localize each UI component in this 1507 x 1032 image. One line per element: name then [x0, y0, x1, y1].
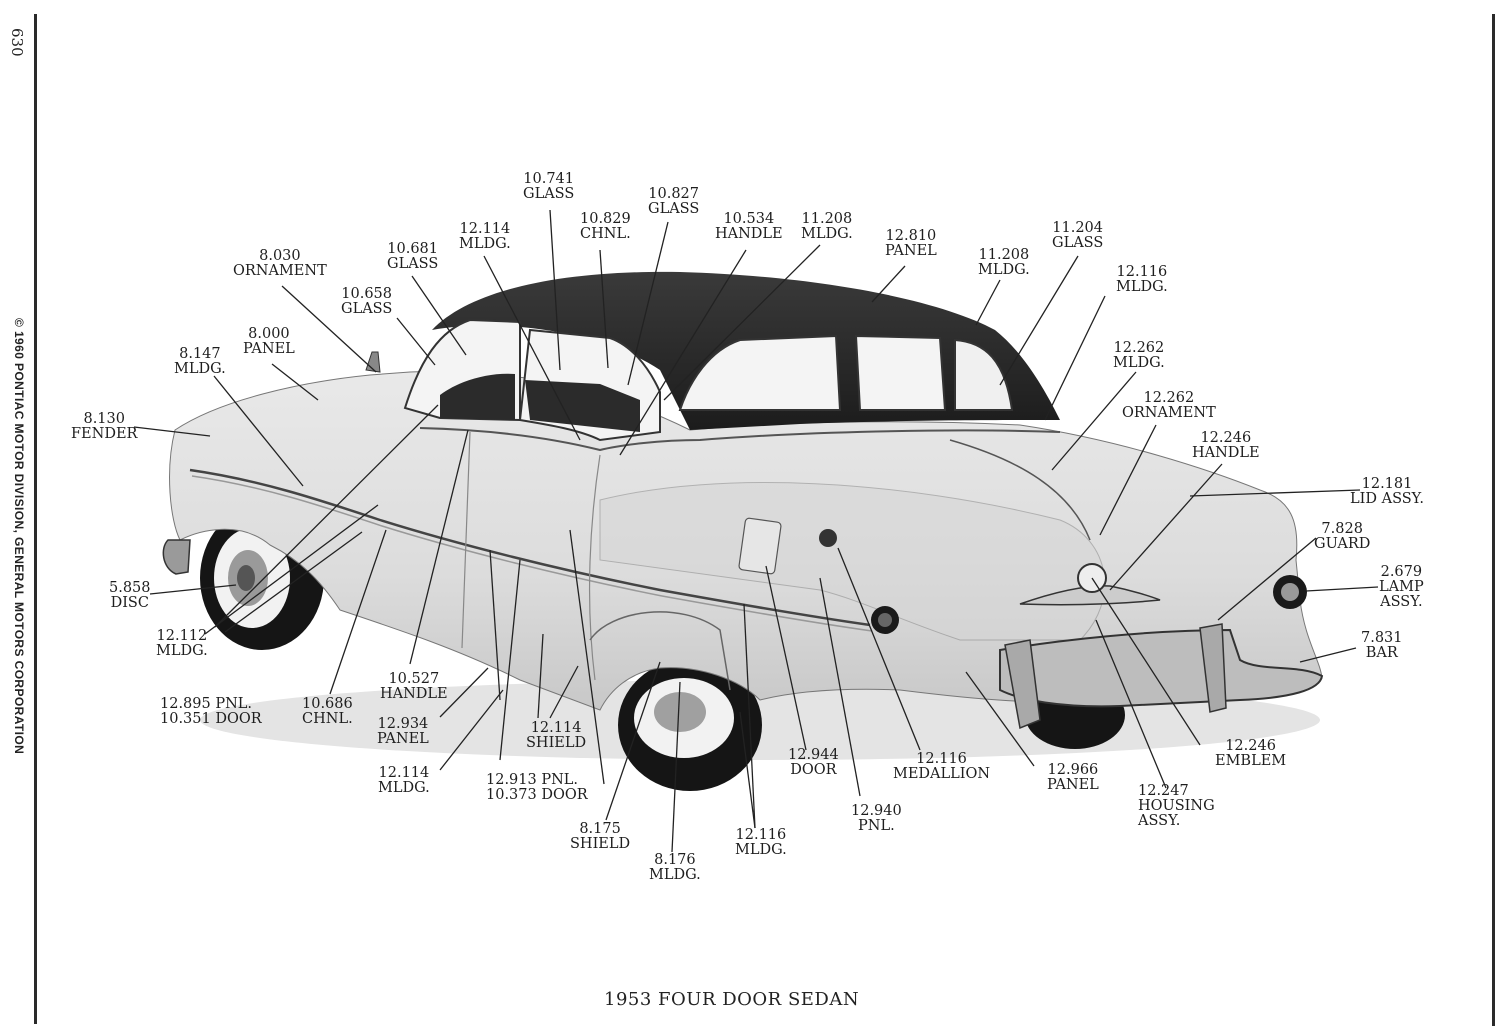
rear-door-seam — [588, 454, 601, 681]
front-bumper — [162, 539, 191, 575]
figure-caption: 1953 FOUR DOOR SEDAN — [604, 989, 860, 1010]
deck-stripe — [949, 439, 1091, 541]
bumper-guard-right — [1199, 623, 1227, 713]
back-window — [954, 338, 1014, 411]
right-margin-rule — [1492, 14, 1495, 1026]
rear-quarter-window — [854, 334, 947, 411]
rear-wheel-arch — [589, 611, 731, 691]
trunk-emblem — [1019, 585, 1161, 606]
label-pnl-door-front: 12.895 PNL.10.351 DOOR — [160, 696, 262, 727]
medallion — [819, 529, 837, 547]
front-door-seam — [461, 431, 471, 649]
belt-molding — [419, 427, 1061, 452]
rear-bumper — [999, 628, 1324, 708]
side-chrome-spear — [189, 468, 871, 627]
rear-wheel — [618, 659, 762, 791]
fuel-door — [738, 517, 782, 575]
left-margin-rule — [34, 14, 37, 1024]
leader-lines — [133, 209, 1379, 853]
rear-door-window — [678, 334, 842, 411]
bumper-guard-left — [1004, 639, 1041, 730]
label-pnl-door-rear: 12.913 PNL.10.373 DOOR — [486, 772, 588, 803]
